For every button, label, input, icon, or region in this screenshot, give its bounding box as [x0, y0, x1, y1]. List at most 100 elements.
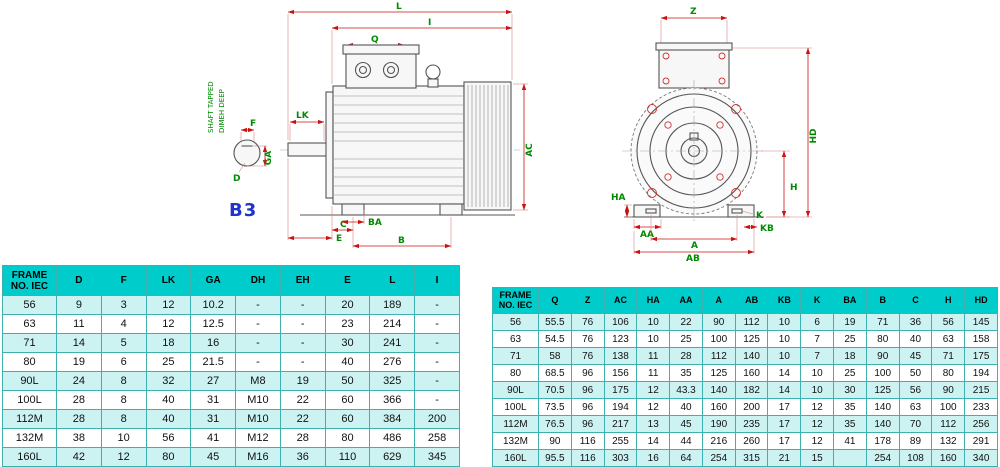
dim-label-h: H: [790, 183, 798, 193]
table-cell: 90L: [2, 371, 57, 391]
table-cell: 7: [800, 330, 835, 348]
table-cell: -: [279, 333, 326, 353]
table-cell: 17: [767, 432, 802, 450]
table-cell: 112: [701, 347, 736, 365]
table-cell: 254: [701, 449, 736, 467]
motor-side-view: L I Q LK: [280, 2, 535, 249]
table-cell: -: [414, 352, 460, 372]
table-cell: 50: [324, 371, 371, 391]
column-header: AB: [734, 287, 769, 314]
table-cell: 11: [636, 364, 671, 382]
table-cell: M12: [235, 428, 281, 448]
table-cell: 256: [964, 415, 998, 433]
table-cell: 110: [324, 447, 371, 467]
table-cell: 40: [145, 390, 192, 410]
table-cell: 235: [734, 415, 769, 433]
column-header: Q: [538, 287, 572, 314]
table-cell: 18: [833, 347, 867, 365]
table-cell: 100L: [492, 398, 539, 416]
table-cell: 12: [100, 447, 147, 467]
table-cell: [833, 449, 867, 467]
dim-label-c: C: [340, 220, 347, 230]
table-cell: 76: [570, 330, 605, 348]
table-cell: -: [235, 314, 281, 334]
table-cell: 10: [800, 364, 835, 382]
table-cell: 182: [734, 381, 769, 399]
dim-label-ha: HA: [611, 193, 626, 203]
table-cell: 10: [100, 428, 147, 448]
table-cell: 73.5: [538, 398, 572, 416]
table-cell: -: [235, 295, 281, 315]
table-cell: 96: [570, 381, 605, 399]
table-cell: 32: [145, 371, 192, 391]
table-cell: 80: [145, 447, 192, 467]
table-cell: 22: [279, 390, 326, 410]
shaft-note-line1: SHAFT TAPPED: [207, 81, 215, 133]
table-cell: 28: [56, 390, 102, 410]
table-cell: 175: [964, 347, 998, 365]
table-cell: -: [414, 314, 460, 334]
table-cell: 194: [603, 398, 638, 416]
table-cell: 132: [931, 432, 966, 450]
dim-label-ab: AB: [686, 254, 700, 262]
dim-label-lk: LK: [296, 111, 310, 121]
table-cell: 200: [734, 398, 769, 416]
table-cell: M16: [235, 447, 281, 467]
table-cell: 10: [636, 330, 671, 348]
table-cell: 16: [636, 449, 671, 467]
table-cell: 254: [865, 449, 900, 467]
table-cell: 23: [324, 314, 371, 334]
table-cell: 60: [324, 409, 371, 429]
dim-label-b: B: [398, 236, 405, 246]
table-cell: 156: [603, 364, 638, 382]
table-cell: 15: [800, 449, 835, 467]
dim-label-ba: BA: [368, 218, 382, 228]
table-cell: 14: [767, 364, 802, 382]
table-cell: 12: [145, 295, 192, 315]
table-cell: 19: [833, 313, 867, 331]
table-cell: 56: [492, 313, 539, 331]
table-cell: 96: [570, 398, 605, 416]
table-cell: 160L: [2, 447, 57, 467]
table-cell: 112: [734, 313, 769, 331]
dim-label-e: E: [336, 234, 342, 244]
table-cell: 80: [324, 428, 371, 448]
table-cell: 345: [414, 447, 460, 467]
table-cell: 158: [964, 330, 998, 348]
table-cell: -: [414, 333, 460, 353]
dim-label-kb: KB: [760, 224, 774, 234]
column-header: AC: [603, 287, 638, 314]
table-cell: 12: [145, 314, 192, 334]
table-cell: 291: [964, 432, 998, 450]
column-header: Z: [570, 287, 605, 314]
table-cell: M10: [235, 409, 281, 429]
table-cell: 100: [931, 398, 966, 416]
table-cell: 71: [865, 313, 900, 331]
table-cell: 17: [767, 398, 802, 416]
table-cell: 22: [279, 409, 326, 429]
table-cell: 36: [898, 313, 933, 331]
dim-label-l: L: [396, 2, 402, 12]
mounting-label-b3: B3: [229, 200, 258, 221]
table-cell: 28: [279, 428, 326, 448]
table-cell: -: [414, 295, 460, 315]
table-cell: 258: [414, 428, 460, 448]
table-cell: 45: [669, 415, 703, 433]
table-cell: 76: [570, 313, 605, 331]
table-cell: 16: [190, 333, 237, 353]
column-header: A: [701, 287, 736, 314]
table-cell: 10: [767, 347, 802, 365]
table-cell: 217: [603, 415, 638, 433]
terminal-box: [345, 51, 417, 89]
table-cell: 30: [833, 381, 867, 399]
table-cell: 116: [570, 449, 605, 467]
column-header: DH: [235, 265, 281, 296]
table-cell: 12: [800, 398, 835, 416]
table-cell: 76.5: [538, 415, 572, 433]
